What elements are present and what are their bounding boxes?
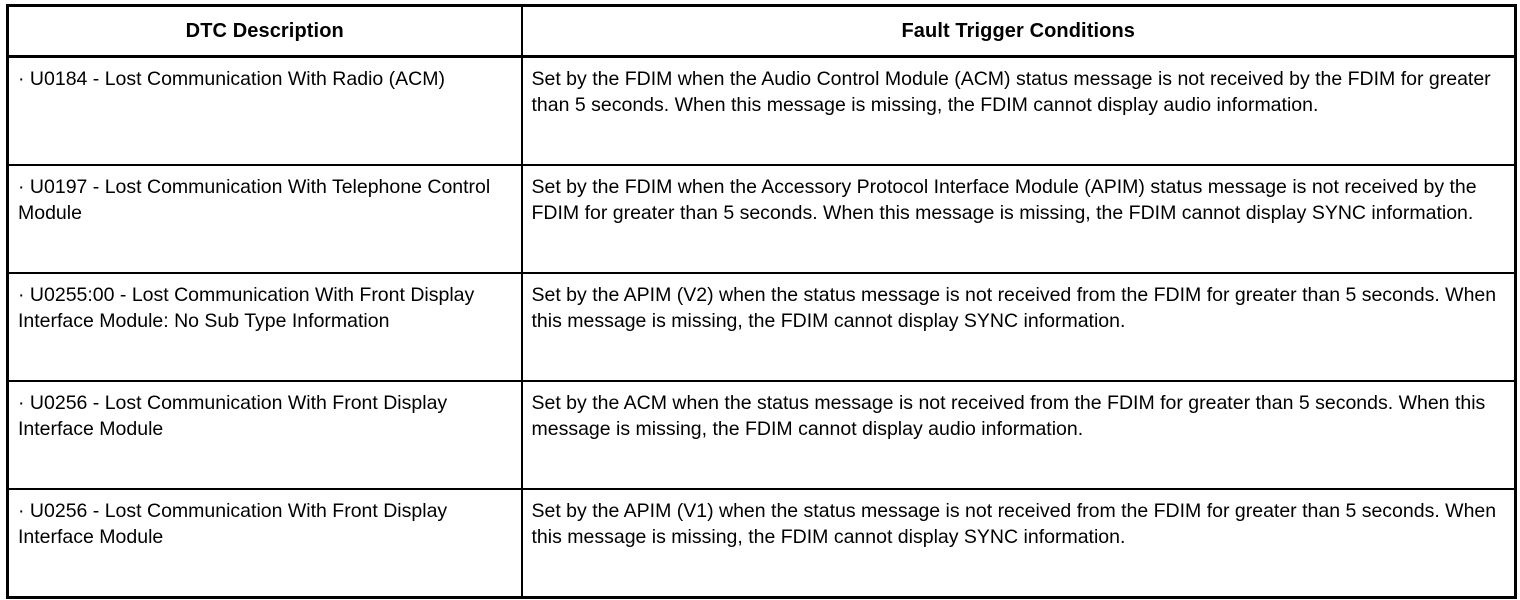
cell-dtc-description: · U0184 - Lost Communication With Radio … — [6, 55, 523, 166]
cell-dtc-description: · U0256 - Lost Communication With Front … — [6, 380, 523, 490]
table-row: · U0256 - Lost Communication With Front … — [6, 488, 1517, 599]
dtc-description-text: U0256 - Lost Communication With Front Di… — [18, 500, 448, 548]
table-body: · U0184 - Lost Communication With Radio … — [6, 55, 1517, 599]
bullet-glyph: · — [18, 68, 25, 90]
cell-fault-trigger-conditions: Set by the FDIM when the Accessory Proto… — [520, 164, 1517, 274]
dtc-description-text: U0256 - Lost Communication With Front Di… — [18, 392, 448, 440]
column-header-fault-trigger-conditions: Fault Trigger Conditions — [520, 4, 1517, 58]
cell-fault-trigger-conditions: Set by the ACM when the status message i… — [520, 380, 1517, 490]
table-row: · U0197 - Lost Communication With Teleph… — [6, 164, 1517, 274]
bullet-glyph: · — [18, 176, 25, 198]
table-row: · U0184 - Lost Communication With Radio … — [6, 55, 1517, 166]
table-header: DTC Description Fault Trigger Conditions — [6, 4, 1517, 58]
cell-dtc-description: · U0255:00 - Lost Communication With Fro… — [6, 272, 523, 382]
dtc-description-text: U0255:00 - Lost Communication With Front… — [18, 284, 475, 332]
cell-dtc-description: · U0256 - Lost Communication With Front … — [6, 488, 523, 599]
dtc-fault-table: DTC Description Fault Trigger Conditions… — [6, 4, 1517, 599]
column-header-dtc-description: DTC Description — [6, 4, 523, 58]
dtc-description-text: U0184 - Lost Communication With Radio (A… — [29, 68, 445, 90]
table-row: · U0256 - Lost Communication With Front … — [6, 380, 1517, 490]
cell-dtc-description: · U0197 - Lost Communication With Teleph… — [6, 164, 523, 274]
cell-fault-trigger-conditions: Set by the APIM (V1) when the status mes… — [520, 488, 1517, 599]
table-row: · U0255:00 - Lost Communication With Fro… — [6, 272, 1517, 382]
bullet-glyph: · — [18, 284, 25, 306]
header-row: DTC Description Fault Trigger Conditions — [6, 4, 1517, 58]
bullet-glyph: · — [18, 500, 25, 522]
bullet-glyph: · — [18, 392, 25, 414]
dtc-description-text: U0197 - Lost Communication With Telephon… — [18, 176, 491, 224]
cell-fault-trigger-conditions: Set by the FDIM when the Audio Control M… — [520, 55, 1517, 166]
cell-fault-trigger-conditions: Set by the APIM (V2) when the status mes… — [520, 272, 1517, 382]
